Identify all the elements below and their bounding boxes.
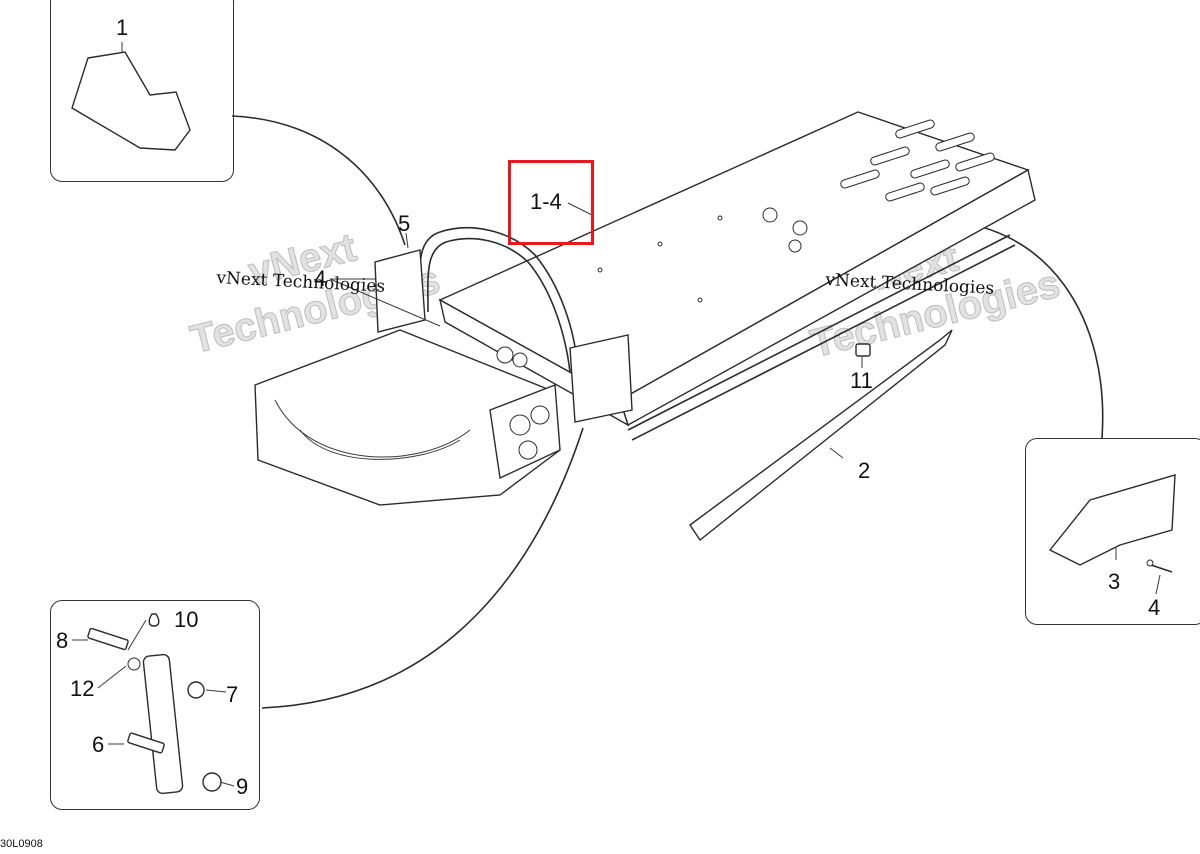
callout-8[interactable]: 8 [56, 628, 69, 653]
part11-plug [855, 343, 871, 357]
callout-7[interactable]: 7 [226, 682, 239, 707]
callout-9[interactable]: 9 [236, 774, 249, 799]
inset1-part [71, 51, 191, 151]
part2-rail [689, 329, 953, 542]
hardware-parts [87, 613, 222, 795]
inset-part-1 [50, 0, 234, 182]
callout-1[interactable]: 1 [116, 15, 129, 40]
callout-3[interactable]: 3 [1108, 569, 1121, 594]
oil-drop-icon [148, 613, 160, 627]
front-cradle [254, 329, 561, 506]
highlight-box [508, 160, 594, 245]
callout-5[interactable]: 5 [398, 211, 411, 236]
connector-inset1 [231, 115, 406, 246]
leader-lines [72, 42, 1161, 787]
callout-10[interactable]: 10 [174, 607, 199, 632]
frame-slots [840, 119, 995, 202]
callout-11[interactable]: 11 [850, 368, 873, 393]
front-loop [418, 227, 579, 373]
inset-hardware [50, 600, 260, 810]
callout-4-left[interactable]: 4 [314, 266, 327, 291]
figure-code: 30L0908 [0, 838, 43, 850]
connector-inset-hardware [261, 427, 584, 709]
inset3-part [1048, 474, 1176, 573]
inset-part-3-4 [1025, 438, 1200, 625]
callout-4-right[interactable]: 4 [1148, 595, 1161, 620]
callout-1-4[interactable]: 1-4 [530, 189, 562, 214]
callout-2[interactable]: 2 [858, 458, 871, 483]
callout-6[interactable]: 6 [92, 732, 105, 757]
front-brackets [374, 249, 633, 423]
running-board [627, 234, 1016, 441]
callout-12[interactable]: 12 [70, 676, 95, 701]
connector-inset3 [929, 219, 1104, 439]
